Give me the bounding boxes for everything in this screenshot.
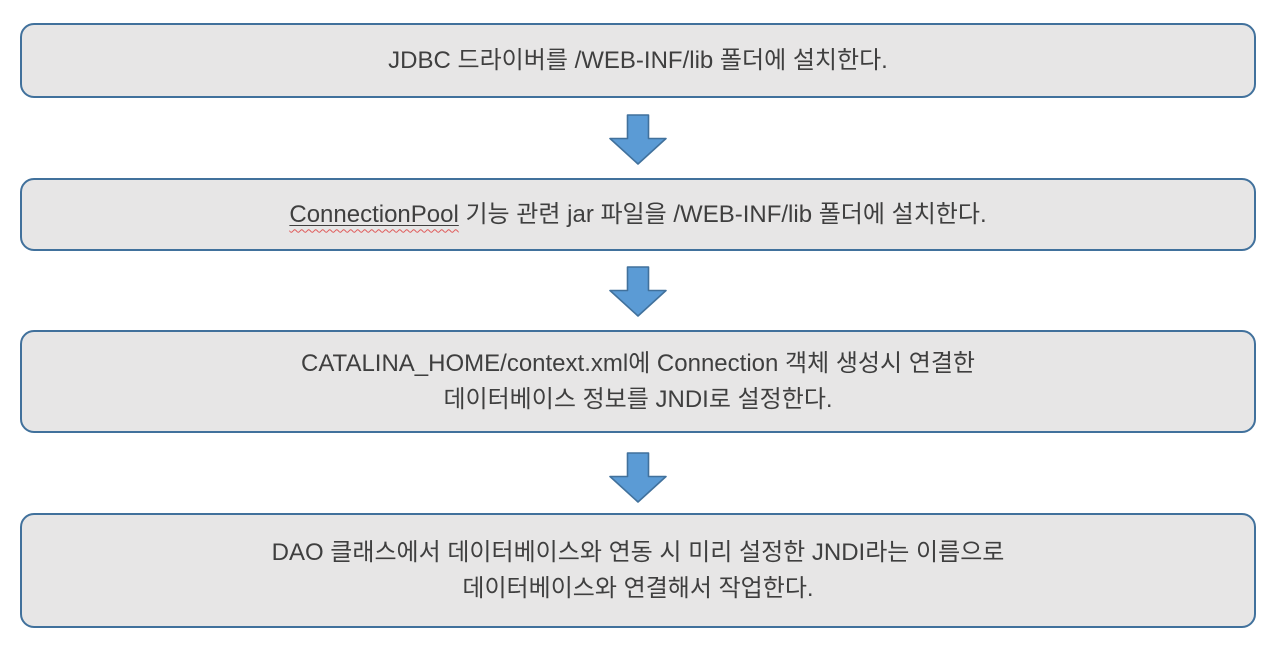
step-text: ConnectionPool 기능 관련 jar 파일을 /WEB-INF/li…	[289, 197, 986, 233]
step-box-connection-pool-jar: ConnectionPool 기능 관련 jar 파일을 /WEB-INF/li…	[20, 178, 1256, 251]
step-box-jdbc-driver: JDBC 드라이버를 /WEB-INF/lib 폴더에 설치한다.	[20, 23, 1256, 98]
step-text: JDBC 드라이버를 /WEB-INF/lib 폴더에 설치한다.	[388, 46, 888, 74]
step-text-rest: 기능 관련 jar 파일을 /WEB-INF/lib 폴더에 설치한다.	[458, 200, 987, 228]
down-arrow-icon	[609, 452, 667, 503]
down-arrow-icon	[609, 114, 667, 165]
step-text-line1: CATALINA_HOME/context.xml에 Connection 객체…	[301, 349, 975, 377]
step-text-line2: 데이터베이스 정보를 JNDI로 설정한다.	[443, 385, 833, 413]
step-box-dao-jndi-usage: DAO 클래스에서 데이터베이스와 연동 시 미리 설정한 JNDI라는 이름으…	[20, 513, 1256, 628]
down-arrow-icon	[609, 266, 667, 317]
step-text-line2: 데이터베이스와 연결해서 작업한다.	[462, 574, 814, 602]
step-box-context-xml-jndi: CATALINA_HOME/context.xml에 Connection 객체…	[20, 330, 1256, 433]
step-text-line1: DAO 클래스에서 데이터베이스와 연동 시 미리 설정한 JNDI라는 이름으…	[271, 538, 1005, 566]
underlined-word-text: ConnectionPool	[289, 200, 459, 228]
spellcheck-underlined-word: ConnectionPool	[289, 201, 458, 228]
